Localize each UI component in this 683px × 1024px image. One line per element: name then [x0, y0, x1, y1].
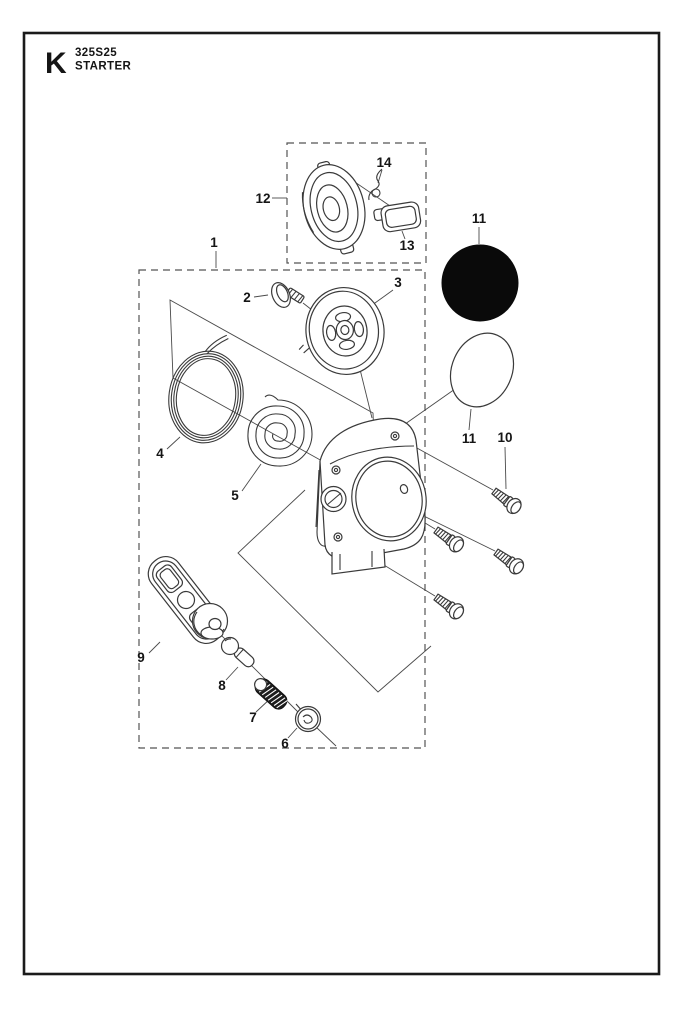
starter-housing-drawing — [315, 417, 427, 575]
callout-8: 8 — [218, 678, 226, 693]
callout-3: 3 — [394, 275, 402, 290]
part-3-pulley-drawing — [298, 286, 385, 376]
callout-9: 9 — [137, 650, 145, 665]
section-letter: K — [45, 47, 67, 80]
part-2-screw-drawing — [271, 282, 305, 308]
group-box-assembly-1 — [138, 269, 426, 749]
part-7-spring-drawing — [254, 678, 288, 710]
part-14-spring-clip-drawing — [368, 168, 383, 201]
callout-1: 1 — [210, 235, 218, 250]
part-11-disc-outline-drawing — [449, 332, 515, 408]
part-6-retainer-drawing — [294, 703, 322, 733]
callout-4: 4 — [156, 446, 164, 461]
part-9-lever-drawing — [147, 555, 229, 645]
callout-labels: 1 2 3 4 5 6 7 8 9 10 11 11 12 13 14 — [137, 155, 512, 751]
part-5-recoil-spring-drawing — [247, 394, 313, 467]
callout-12: 12 — [255, 191, 270, 206]
callout-5: 5 — [231, 488, 239, 503]
callout-14: 14 — [376, 155, 392, 170]
callout-6: 6 — [281, 736, 289, 751]
callout-11-top: 11 — [472, 211, 487, 226]
callout-10: 10 — [497, 430, 512, 445]
callout-7: 7 — [249, 710, 257, 725]
part-13-handle-drawing — [373, 201, 422, 233]
part-4-rope-coil-drawing — [168, 334, 244, 444]
part-12-starter-cup-drawing — [301, 160, 366, 255]
callout-13: 13 — [399, 238, 415, 253]
callout-2: 2 — [243, 290, 251, 305]
lower-plane — [237, 489, 432, 693]
group-box-12-14 — [286, 142, 427, 264]
page-header: K 325S25 STARTER — [45, 47, 132, 80]
page-border — [22, 31, 661, 976]
part-10-screws-drawing — [433, 487, 525, 620]
section-title: STARTER — [75, 61, 132, 73]
callout-11-bottom: 11 — [462, 431, 477, 446]
part-8-plunger-drawing — [220, 636, 255, 668]
model-number: 325S25 — [75, 47, 117, 59]
part-11-disc-black-drawing — [441, 244, 519, 322]
